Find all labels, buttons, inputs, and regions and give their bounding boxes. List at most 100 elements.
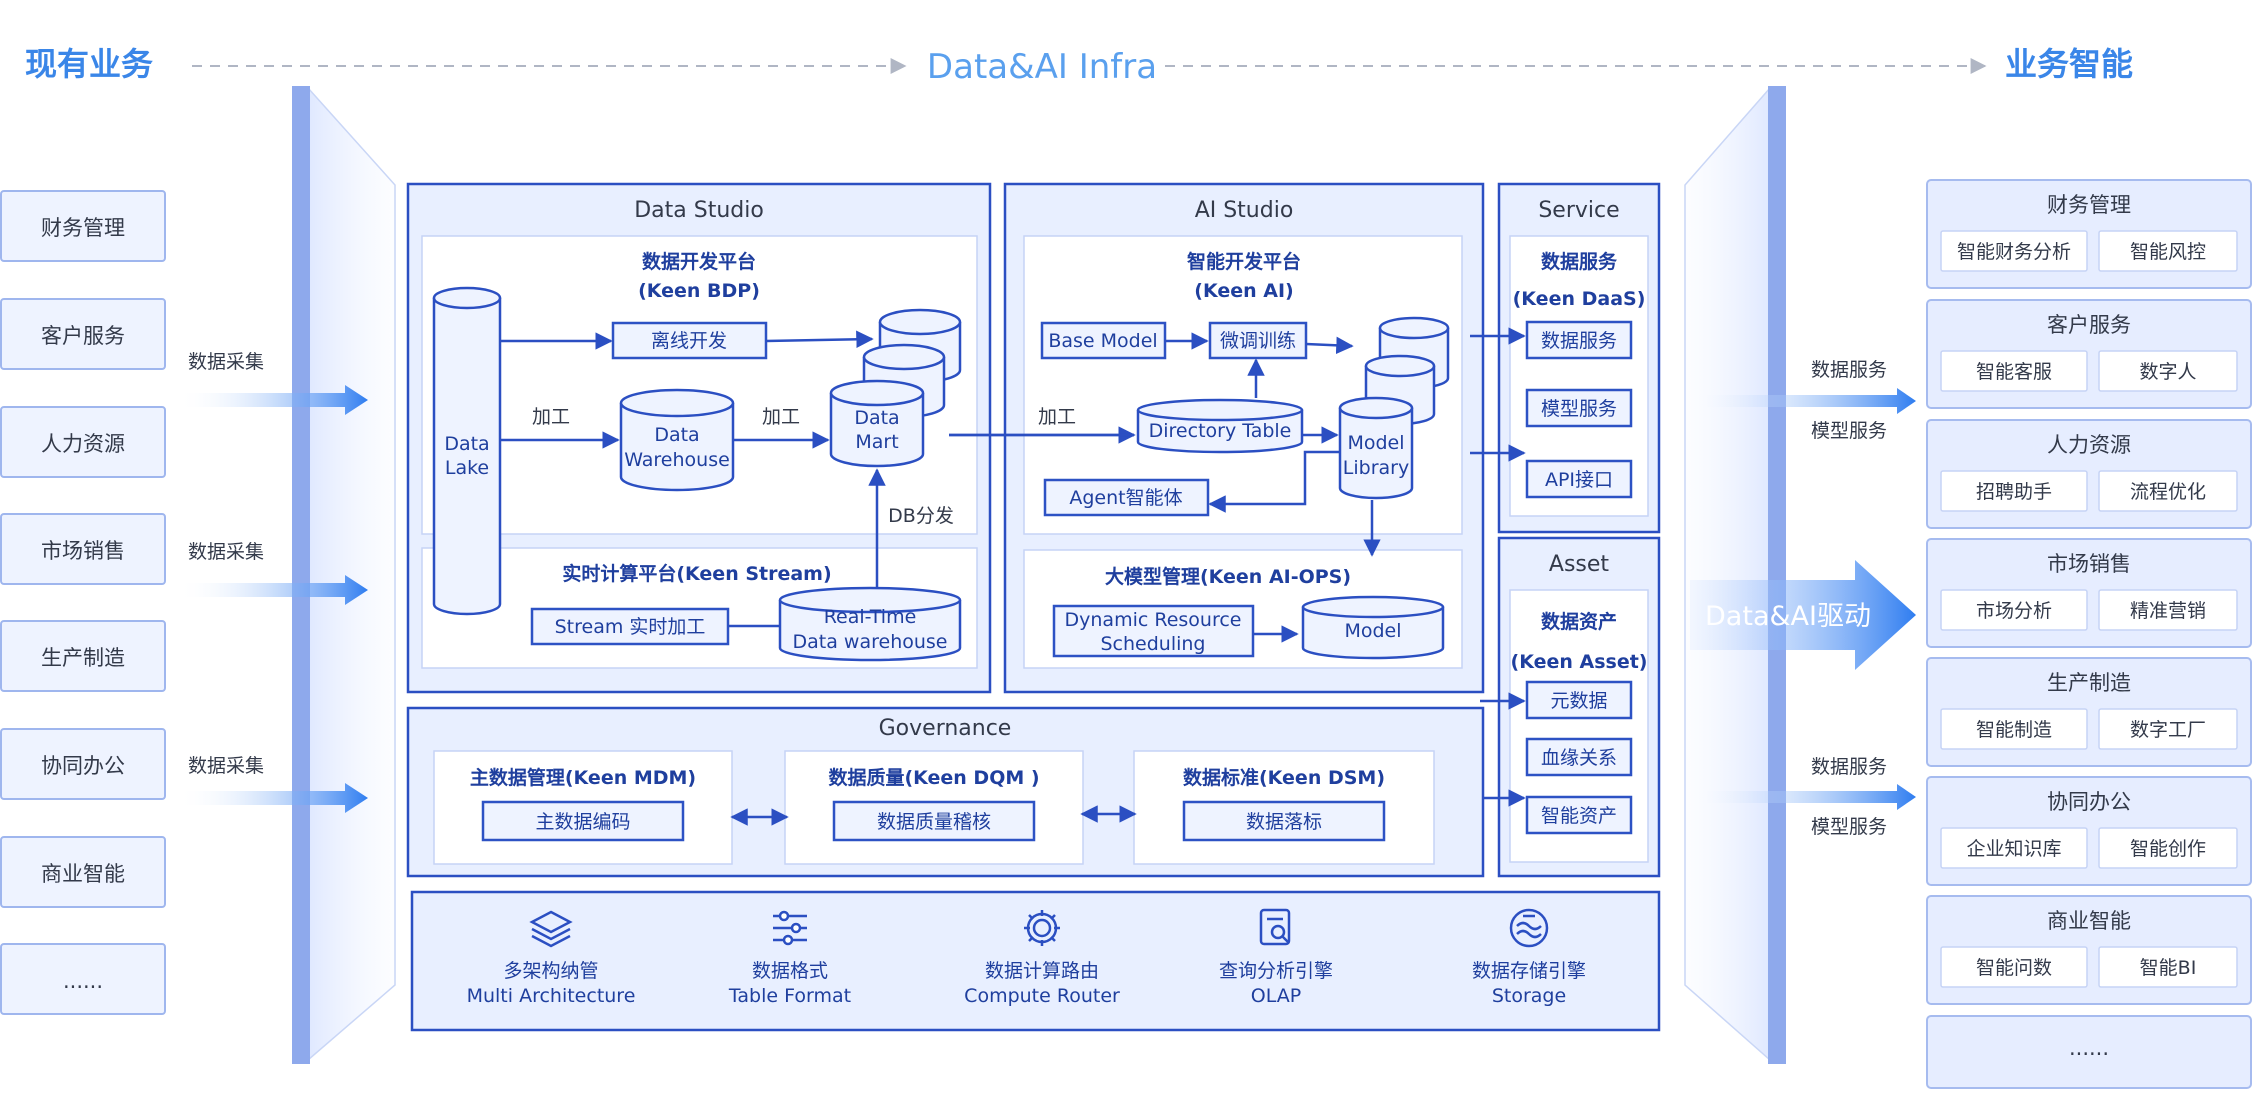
right-arrows: 数据服务 模型服务 Data&AI驱动 数据服务 模型服务 xyxy=(1690,359,1916,838)
infra-item-en: Table Format xyxy=(728,985,851,1007)
directory-table-cylinder: Directory Table xyxy=(1136,398,1304,454)
right-group-item-box xyxy=(1940,708,2088,750)
warehouse-line1: Data xyxy=(654,424,699,446)
right-group-item: 智能创作 xyxy=(2130,838,2206,860)
left-item-label: 人力资源 xyxy=(41,432,125,456)
left-item: 市场销售 xyxy=(0,513,166,585)
right-big-arrow xyxy=(1690,560,1916,670)
right-group: 财务管理智能财务分析智能风控 xyxy=(1926,179,2252,289)
process-label-2: 加工 xyxy=(762,406,800,428)
db-dist-label: DB分发 xyxy=(888,505,954,527)
right-top-label-1: 数据服务 xyxy=(1811,359,1887,381)
left-item: 客户服务 xyxy=(0,298,166,370)
dyn-sched-line2: Scheduling xyxy=(1100,633,1205,655)
service-sub-title: 数据服务 xyxy=(1541,250,1618,273)
right-group-item: 智能财务分析 xyxy=(1957,241,2071,263)
rt-line2: Data warehouse xyxy=(793,631,948,653)
right-group-item: 流程优化 xyxy=(2130,481,2206,503)
right-group: 人力资源招聘助手流程优化 xyxy=(1926,419,2252,529)
governance-item-box xyxy=(481,800,685,842)
data-studio: Data Studio 数据开发平台 (Keen BDP) 实时计算平台(Kee… xyxy=(406,182,992,694)
asset-sub-name: (Keen Asset) xyxy=(1511,651,1648,673)
right-group: 商业智能智能问数智能BI xyxy=(1926,895,2252,1005)
right-group-title: 市场销售 xyxy=(2047,552,2131,576)
data-lake-cylinder: Data Lake xyxy=(432,286,502,616)
left-arrow-label: 数据采集 xyxy=(188,541,264,563)
left-perspective-panel xyxy=(307,86,396,1062)
right-group-item: 精准营销 xyxy=(2130,600,2206,622)
right-group-item-box xyxy=(1940,827,2088,869)
left-item-label: 市场销售 xyxy=(41,539,125,563)
left-item-label: 客户服务 xyxy=(41,324,125,348)
left-item: 财务管理 xyxy=(0,190,166,262)
left-item-label: 生产制造 xyxy=(41,646,125,670)
data-lake-line2: Lake xyxy=(445,457,489,479)
right-business-groups: 财务管理智能财务分析智能风控客户服务智能客服数字人人力资源招聘助手流程优化市场销… xyxy=(1926,179,2252,1005)
right-group-item-box xyxy=(2098,708,2238,750)
left-arrow xyxy=(178,385,368,415)
directory-table-label: Directory Table xyxy=(1149,420,1292,442)
asset-item-label: 血缘关系 xyxy=(1541,747,1617,769)
right-group-item: 智能制造 xyxy=(1976,719,2052,741)
right-group-title: 客户服务 xyxy=(2047,313,2131,337)
rt-warehouse-cylinder: Real-Time Data warehouse xyxy=(778,586,962,662)
right-group-item: 市场分析 xyxy=(1976,600,2052,622)
left-item: 生产制造 xyxy=(0,620,166,692)
right-more-label: ...... xyxy=(2069,1036,2109,1060)
offline-dev-label: 离线开发 xyxy=(651,330,727,352)
finetune-label: 微调训练 xyxy=(1220,330,1296,352)
left-item-box xyxy=(0,728,166,800)
dyn-sched-box xyxy=(1052,604,1255,658)
service-item-box xyxy=(1525,459,1633,499)
governance-block: 数据质量(Keen DQM )数据质量稽核 xyxy=(784,750,1084,865)
left-item-label: 财务管理 xyxy=(41,216,125,240)
service-item-label: API接口 xyxy=(1545,469,1613,491)
right-group-title: 财务管理 xyxy=(2047,193,2131,217)
left-item-label: ...... xyxy=(63,969,103,993)
ai-platform-title: 智能开发平台 xyxy=(1187,250,1301,273)
right-bottom-arrow xyxy=(1690,784,1916,810)
left-business-list: 财务管理客户服务人力资源市场销售生产制造协同办公商业智能...... xyxy=(0,190,166,1015)
governance-block: 数据标准(Keen DSM)数据落标 xyxy=(1133,750,1435,865)
model-library-line2: Library xyxy=(1343,457,1409,479)
right-group-item-box xyxy=(1940,350,2088,392)
service-title: Service xyxy=(1538,198,1619,223)
ai-studio: AI Studio 智能开发平台 (Keen AI) 大模型管理(Keen AI… xyxy=(949,182,1485,694)
asset-title: Asset xyxy=(1549,552,1610,577)
data-studio-title: Data Studio xyxy=(634,198,764,223)
left-pillar xyxy=(292,86,310,1064)
finetune-box xyxy=(1208,321,1308,360)
right-group-item-box xyxy=(2098,827,2238,869)
left-item-box xyxy=(0,620,166,692)
header-center: Data&AI Infra xyxy=(927,47,1157,87)
governance-item-box xyxy=(1182,800,1386,842)
agent-box xyxy=(1043,478,1210,517)
infra-item-en: Compute Router xyxy=(964,985,1120,1007)
right-bottom-label-1: 数据服务 xyxy=(1811,756,1887,778)
asset-item-box xyxy=(1525,680,1633,720)
right-group-title: 人力资源 xyxy=(2047,433,2131,457)
model-cylinder: Model xyxy=(1301,595,1445,660)
base-model-label: Base Model xyxy=(1048,330,1157,352)
mart-line1: Data xyxy=(854,407,899,429)
data-lake-line1: Data xyxy=(444,433,489,455)
governance-block: 主数据管理(Keen MDM)主数据编码 xyxy=(433,750,733,865)
right-group: 生产制造智能制造数字工厂 xyxy=(1926,657,2252,767)
process-label-1: 加工 xyxy=(532,406,570,428)
governance-item-label: 数据质量稽核 xyxy=(877,811,991,833)
left-item: 商业智能 xyxy=(0,836,166,908)
warehouse-line2: Warehouse xyxy=(624,449,730,471)
right-group-item: 数字人 xyxy=(2139,361,2196,383)
right-group-item-box xyxy=(2098,589,2238,631)
left-item-label: 商业智能 xyxy=(41,862,125,886)
right-group-item-box xyxy=(1940,946,2088,988)
left-arrow xyxy=(178,575,368,605)
service-item-box xyxy=(1525,320,1633,360)
right-group-item-box xyxy=(1940,470,2088,512)
left-item-box xyxy=(0,298,166,370)
